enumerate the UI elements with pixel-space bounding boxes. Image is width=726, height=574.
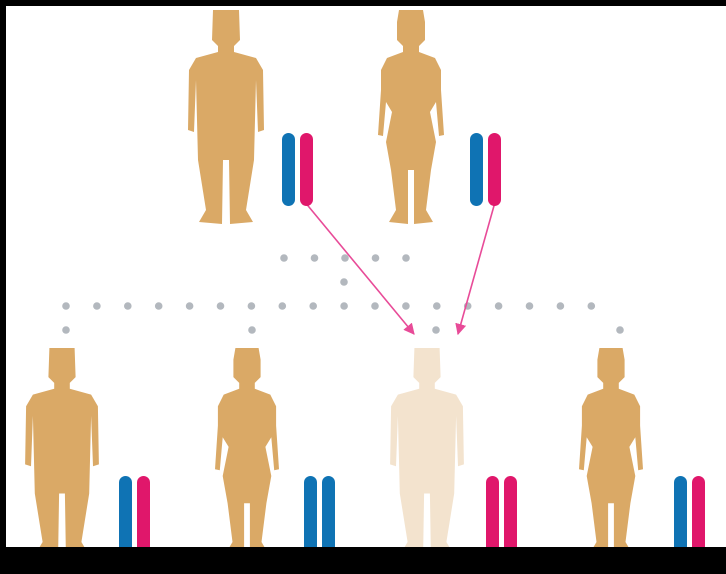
connector-dot [124, 302, 132, 310]
inheritance-arrow [458, 204, 495, 334]
connector-dot [341, 254, 349, 262]
connector-dot [248, 326, 256, 334]
inheritance-arrow [307, 204, 415, 334]
connector-dot [340, 302, 348, 310]
chromosome-right [137, 476, 150, 547]
connector-dot [217, 302, 225, 310]
parent-mother-1 [378, 10, 444, 224]
female-figure-icon [378, 10, 444, 224]
male-figure-icon [390, 348, 464, 547]
connector-dot [93, 302, 101, 310]
connector-dot [311, 254, 319, 262]
child-chromosome-pair-2 [486, 476, 517, 547]
connector-dot [186, 302, 194, 310]
chromosome-right [488, 133, 501, 206]
child-chromosome-pair-0 [119, 476, 150, 547]
chromosome-left [486, 476, 499, 547]
chromosome-left [282, 133, 295, 206]
child-daughter-1 [215, 348, 279, 547]
child-chromosome-pair-1 [304, 476, 335, 547]
connector-dot [526, 302, 534, 310]
connector-dot [432, 326, 440, 334]
chromosome-right [692, 476, 705, 547]
female-figure-icon [215, 348, 279, 547]
chromosome-right [300, 133, 313, 206]
chromosome-left [470, 133, 483, 206]
connector-dot [309, 302, 317, 310]
connector-dot [248, 302, 256, 310]
child-son-0 [25, 348, 99, 547]
chromosome-left [119, 476, 132, 547]
chromosome-right [504, 476, 517, 547]
connector-dot [557, 302, 565, 310]
connector-dot [402, 302, 410, 310]
connector-dot [340, 278, 348, 286]
connector-dot [279, 302, 287, 310]
connector-dot [280, 254, 288, 262]
connector-dot [616, 326, 624, 334]
parent-chromosome-pair-0 [282, 133, 313, 206]
inheritance-arrows [307, 204, 495, 334]
diagram-panel [6, 6, 726, 547]
connector-dot [495, 302, 503, 310]
child-son-2 [390, 348, 464, 547]
male-figure-icon [25, 348, 99, 547]
connector-dot [402, 254, 410, 262]
connector-dot [62, 302, 70, 310]
female-figure-icon [579, 348, 643, 547]
family-members [25, 10, 643, 547]
connector-dot [155, 302, 163, 310]
connector-dot [588, 302, 596, 310]
male-figure-icon [188, 10, 264, 224]
chromosome-left [304, 476, 317, 547]
chromosome-right [322, 476, 335, 547]
family-connectors [62, 254, 624, 334]
connector-dot [371, 302, 379, 310]
connector-dot [62, 326, 70, 334]
parent-chromosome-pair-1 [470, 133, 501, 206]
child-daughter-3 [579, 348, 643, 547]
connector-dot [433, 302, 441, 310]
parent-father-0 [188, 10, 264, 224]
child-chromosome-pair-3 [674, 476, 705, 547]
inheritance-diagram [6, 6, 726, 547]
connector-dot [372, 254, 380, 262]
chromosome-left [674, 476, 687, 547]
